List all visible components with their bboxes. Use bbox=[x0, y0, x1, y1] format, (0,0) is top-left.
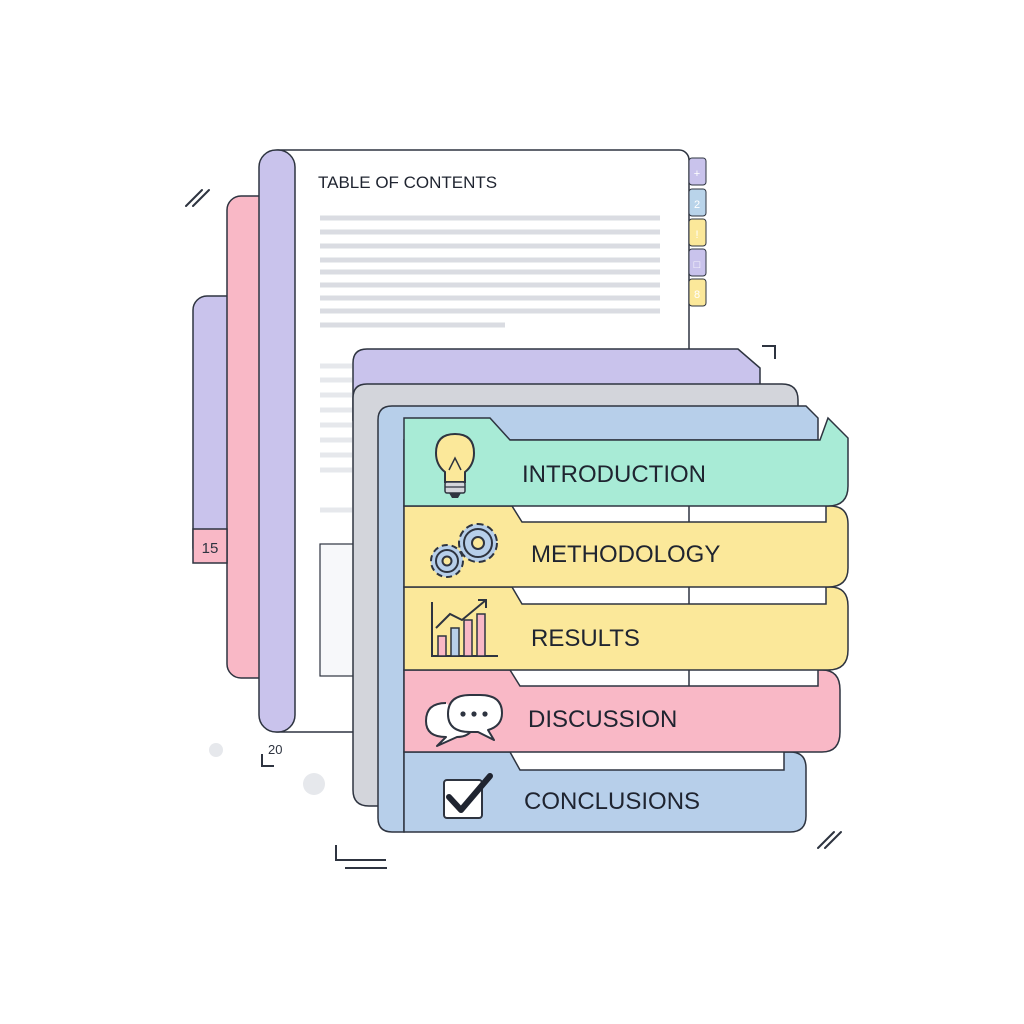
side-tab bbox=[688, 188, 707, 217]
page-number-left: 15 bbox=[202, 540, 219, 557]
section-label: METHODOLOGY bbox=[531, 541, 720, 568]
side-index-tabs: + 2 ! □ 8 bbox=[688, 157, 707, 307]
bar-chart-icon bbox=[431, 599, 498, 657]
section-conclusions[interactable]: CONCLUSIONS bbox=[403, 751, 807, 833]
section-introduction[interactable]: INTRODUCTION bbox=[403, 416, 849, 507]
side-tab-glyph: 2 bbox=[694, 199, 700, 211]
side-tab bbox=[688, 157, 707, 186]
section-label: DISCUSSION bbox=[528, 706, 677, 733]
document-figure-box bbox=[319, 543, 355, 677]
lightbulb-icon bbox=[434, 432, 476, 498]
document-spine bbox=[258, 149, 296, 733]
decorative-dot bbox=[209, 743, 223, 757]
section-label: CONCLUSIONS bbox=[524, 788, 700, 815]
decorative-hatch-top-left bbox=[185, 189, 210, 207]
decorative-corner-mark bbox=[762, 345, 776, 359]
section-results[interactable]: RESULTS bbox=[403, 586, 849, 671]
gears-icon bbox=[430, 523, 498, 578]
decorative-dot bbox=[303, 773, 325, 795]
decorative-hatch-bottom-right bbox=[817, 831, 842, 849]
section-discussion[interactable]: DISCUSSION bbox=[403, 669, 841, 753]
speech-bubbles-icon bbox=[425, 694, 503, 747]
page-number-tab-left: 15 bbox=[192, 528, 228, 564]
decorative-baseline bbox=[335, 845, 387, 869]
decorative-corner-mark bbox=[261, 754, 274, 767]
section-label: RESULTS bbox=[531, 625, 640, 652]
side-tab bbox=[688, 248, 707, 277]
page-number-bottom: 20 bbox=[268, 742, 282, 757]
side-tab bbox=[688, 218, 707, 247]
document-title: TABLE OF CONTENTS bbox=[318, 173, 497, 192]
section-label: INTRODUCTION bbox=[522, 461, 706, 488]
side-tab-glyph: ! bbox=[695, 229, 698, 241]
checkbox-icon bbox=[443, 773, 493, 819]
side-tab-glyph: □ bbox=[694, 259, 701, 271]
side-tab-glyph: + bbox=[694, 168, 700, 180]
side-tab-glyph: 8 bbox=[694, 289, 700, 301]
side-tab bbox=[688, 278, 707, 307]
document-faded-lines bbox=[320, 363, 352, 513]
document-text-lines bbox=[320, 215, 660, 328]
